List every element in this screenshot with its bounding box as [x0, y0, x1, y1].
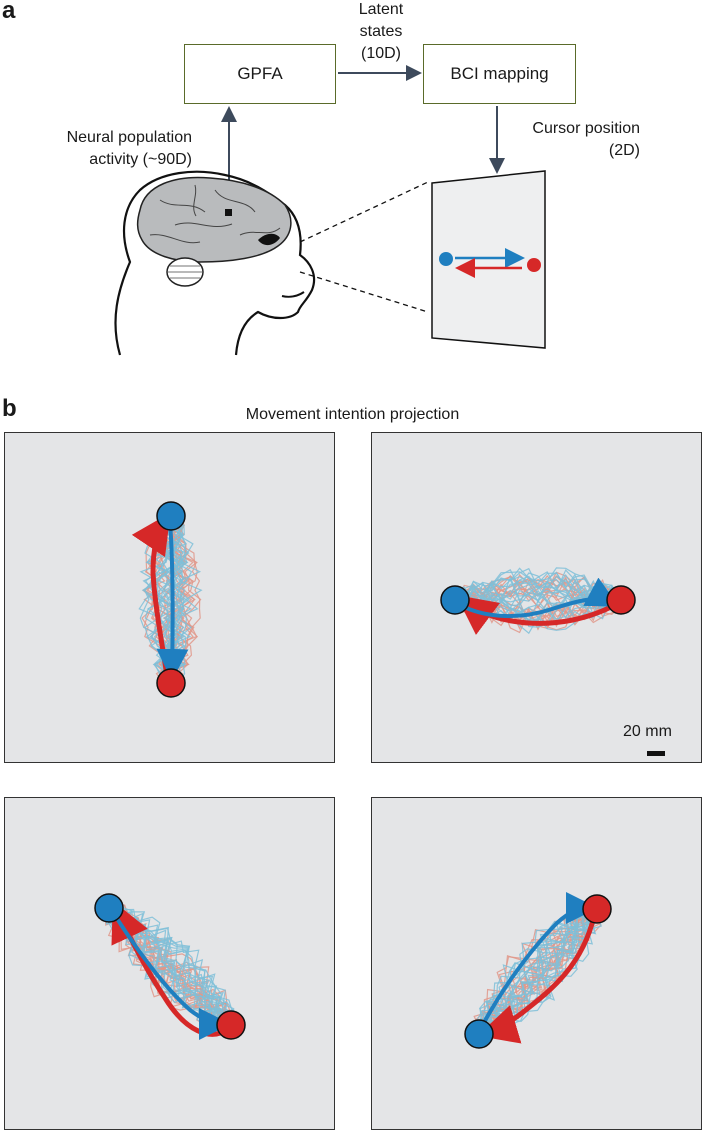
- red-target: [606, 585, 636, 615]
- red-target: [156, 668, 186, 698]
- latent-states-label: Latent states (10D): [358, 1, 404, 62]
- trajectory-panel-top-left: [4, 432, 335, 763]
- gpfa-label: GPFA: [237, 64, 283, 83]
- electrode-array-icon: [225, 209, 232, 216]
- trajectory-svg-top-right: [440, 567, 665, 756]
- screen-icon: [431, 170, 546, 349]
- neural-activity-label: Neural population activity (~90D): [66, 129, 192, 168]
- scale-bar-label: 20 mm: [623, 723, 672, 740]
- red-target: [216, 1010, 246, 1040]
- trajectory-svg-top-left: [131, 501, 203, 698]
- trajectory-panel-bottom-right: [371, 797, 702, 1130]
- trajectory-panel-top-right: 20 mm: [371, 432, 702, 763]
- mean-blue-trajectory: [156, 520, 189, 681]
- monkey-mouth-icon: [281, 291, 305, 298]
- red-target-icon: [527, 258, 541, 272]
- blue-target: [440, 585, 470, 615]
- scale-bar: [647, 751, 665, 756]
- trajectory-svg-bottom-right: [464, 892, 612, 1049]
- blue-target-icon: [439, 252, 453, 266]
- panel-a-letter: a: [2, 0, 16, 24]
- mean-red-trajectory: [455, 595, 624, 635]
- mean-blue-trajectory: [111, 910, 231, 1040]
- brain-icon: [136, 176, 292, 263]
- gpfa-box: GPFA: [184, 44, 336, 104]
- bci-mapping-label: BCI mapping: [450, 64, 549, 83]
- single-trial-trace: [475, 912, 602, 1032]
- blue-target: [156, 501, 186, 531]
- blue-target: [94, 893, 124, 923]
- trajectory-panel-bottom-left: [4, 797, 335, 1130]
- cursor-position-label: Cursor position (2D): [532, 120, 640, 159]
- monkey-head-icon: [114, 170, 316, 356]
- panel-b-letter: b: [2, 395, 17, 422]
- blue-target: [464, 1019, 494, 1049]
- bci-mapping-box: BCI mapping: [423, 44, 576, 104]
- mean-red-trajectory: [477, 915, 597, 1044]
- panel-b-title: Movement intention projection: [245, 406, 460, 423]
- mean-blue-trajectory: [478, 892, 598, 1031]
- monkey-eye-icon: [258, 233, 280, 246]
- mean-blue-trajectory: [459, 577, 620, 618]
- red-target: [582, 894, 612, 924]
- single-trial-trace: [478, 915, 605, 1037]
- panel-a-diagram: [114, 65, 546, 356]
- blue-traces: [471, 900, 606, 1043]
- trajectory-svg-bottom-left: [94, 893, 246, 1040]
